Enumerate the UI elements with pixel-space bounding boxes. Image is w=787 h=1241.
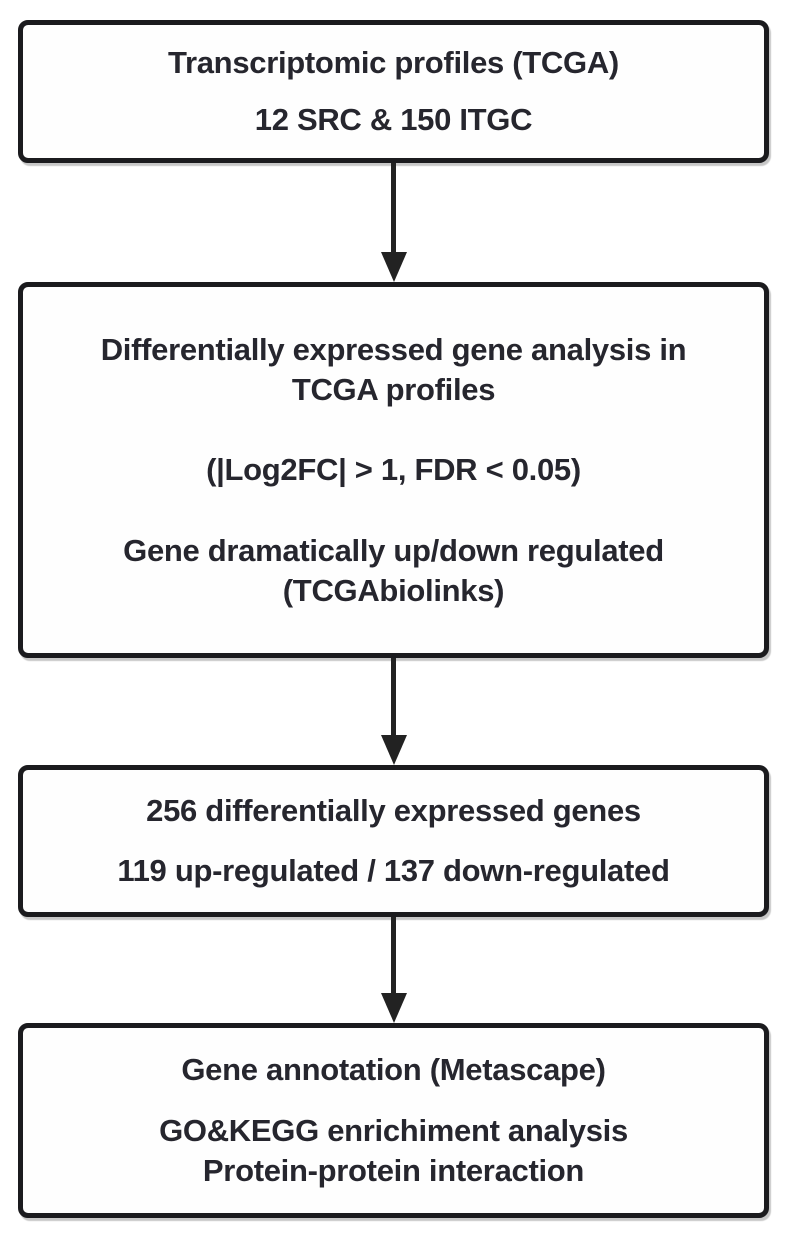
arrow-head — [380, 735, 407, 765]
box-text: Gene annotation (Metascape) — [181, 1052, 606, 1088]
arrow-shaft — [391, 658, 396, 735]
down-arrow-icon — [379, 917, 409, 1023]
box-text: Gene dramatically up/down regulated (TCG… — [123, 532, 664, 608]
box-text: Differentially expressed gene analysis i… — [100, 331, 687, 407]
flow-box-gene-annotation: Gene annotation (Metascape) GO&KEGG enri… — [18, 1023, 769, 1218]
box-text: 119 up-regulated / 137 down-regulated — [117, 852, 670, 888]
box-text: 12 SRC & 150 ITGC — [254, 101, 533, 137]
arrow-shaft — [391, 163, 396, 252]
flow-box-deg-analysis: Differentially expressed gene analysis i… — [18, 282, 769, 658]
arrow-head — [380, 252, 407, 282]
flow-box-deg-results: 256 differentially expressed genes 119 u… — [18, 765, 769, 917]
down-arrow-icon — [379, 658, 409, 765]
arrow-head — [380, 993, 407, 1023]
arrow-shaft — [391, 917, 396, 993]
box-text: (|Log2FC| > 1, FDR < 0.05) — [206, 452, 581, 487]
box-text: GO&KEGG enrichiment analysis Protein-pro… — [159, 1112, 628, 1188]
down-arrow-icon — [379, 163, 409, 282]
box-text: Transcriptomic profiles (TCGA) — [168, 45, 619, 81]
flow-box-transcriptomic-profiles: Transcriptomic profiles (TCGA) 12 SRC & … — [18, 20, 769, 163]
box-text: 256 differentially expressed genes — [146, 793, 641, 829]
